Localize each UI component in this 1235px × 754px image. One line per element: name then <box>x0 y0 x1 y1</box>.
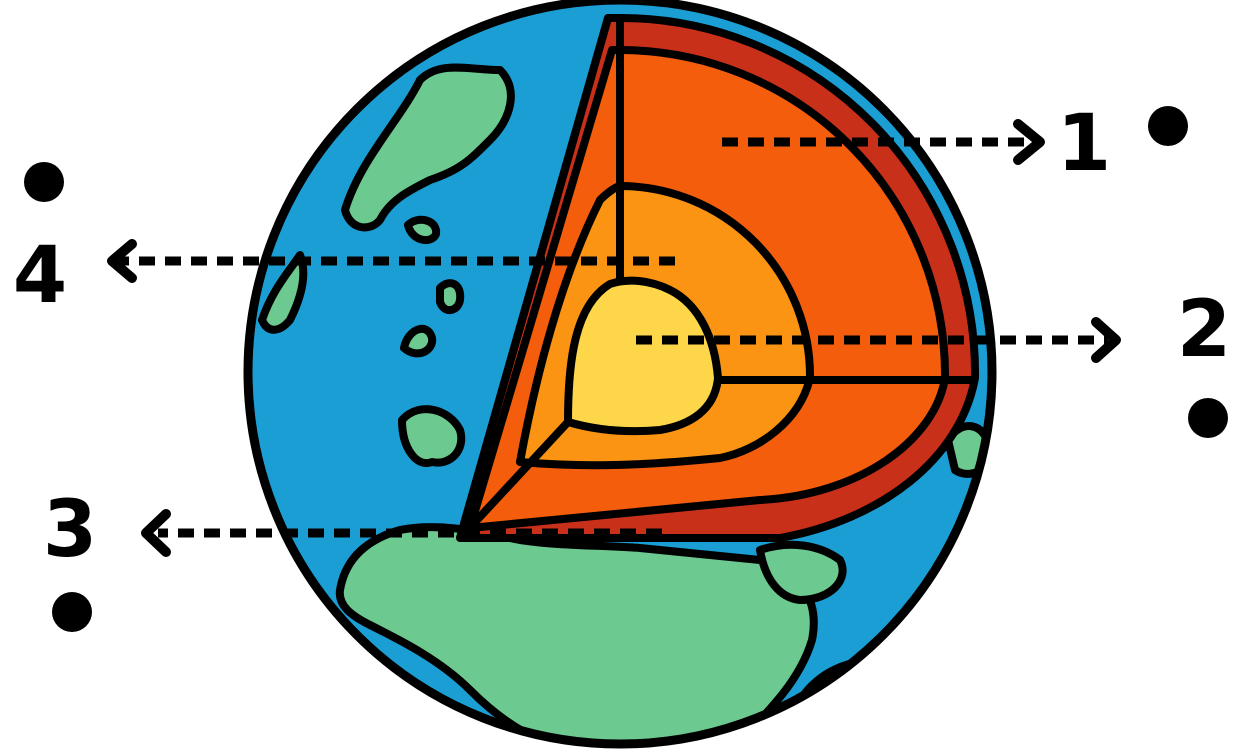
label-2: 2 <box>1177 285 1231 375</box>
dot-icon <box>52 592 92 632</box>
label-4: 4 <box>13 231 67 321</box>
dot-icon <box>24 162 64 202</box>
label-3: 3 <box>43 485 97 575</box>
label-1: 1 <box>1057 99 1111 189</box>
earth-icon <box>248 0 992 754</box>
dot-icon <box>1188 398 1228 438</box>
dot-icon <box>1148 106 1188 146</box>
